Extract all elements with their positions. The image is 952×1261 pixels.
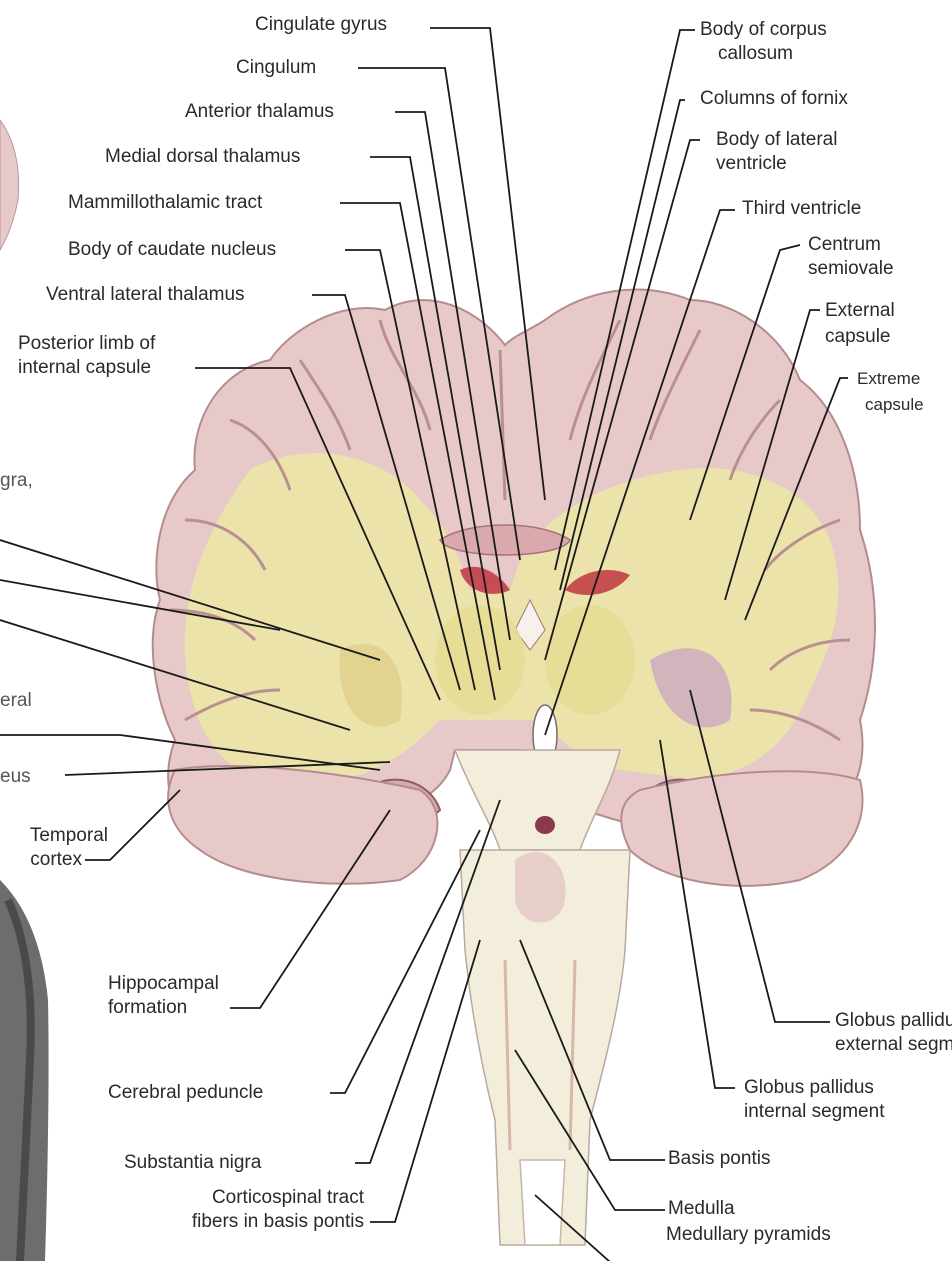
label-cerebral-peduncle: Cerebral peduncle (108, 1082, 263, 1104)
label-hippocampal-line2: formation (108, 997, 187, 1019)
label-corticospinal-line1: Corticospinal tract (130, 1187, 364, 1209)
label-posterior-limb-line1: Posterior limb of (18, 333, 155, 355)
midbrain (455, 750, 620, 850)
label-external-capsule-line1: External (825, 300, 895, 322)
label-temporal-line2: cortex (0, 849, 82, 871)
label-hippocampal-line1: Hippocampal (108, 973, 219, 995)
label-centrum-semiovale-line1: Centrum (808, 234, 881, 256)
left-partial-pink-illustration (0, 120, 19, 250)
label-corticospinal-line2: fibers in basis pontis (130, 1211, 364, 1233)
label-body-of-caudate-nucleus: Body of caudate nucleus (68, 239, 276, 261)
label-extreme-capsule-line2: capsule (865, 394, 924, 416)
label-body-corpus-callosum-line2: callosum (718, 43, 793, 65)
label-posterior-limb-line2: internal capsule (18, 357, 151, 379)
label-anterior-thalamus: Anterior thalamus (185, 101, 334, 123)
label-clipped-eral: eral (0, 690, 32, 712)
temporal-lobe-right (621, 771, 862, 886)
label-body-lateral-ventricle-line1: Body of lateral (716, 129, 837, 151)
label-globus-pallidus-internal-line1: Globus pallidus (744, 1077, 874, 1099)
label-clipped-eus: eus (0, 766, 31, 788)
label-third-ventricle: Third ventricle (742, 198, 861, 220)
label-substantia-nigra: Substantia nigra (124, 1152, 261, 1174)
label-globus-pallidus-internal-line2: internal segment (744, 1101, 884, 1123)
label-external-capsule-line2: capsule (825, 326, 891, 348)
label-medullary-pyramids: Medullary pyramids (666, 1224, 831, 1246)
label-cingulate-gyrus: Cingulate gyrus (255, 14, 387, 36)
label-body-lateral-ventricle-line2: ventricle (716, 153, 787, 175)
label-globus-pallidus-external-line2: external segm (835, 1034, 952, 1056)
label-basis-pontis: Basis pontis (668, 1148, 770, 1170)
label-medial-dorsal-thalamus: Medial dorsal thalamus (105, 146, 300, 168)
label-body-corpus-callosum-line1: Body of corpus (700, 19, 827, 41)
label-extreme-capsule-line1: Extreme (857, 368, 920, 390)
label-cingulum: Cingulum (236, 57, 316, 79)
label-ventral-lateral-thalamus: Ventral lateral thalamus (46, 284, 245, 306)
label-clipped-gra: gra, (0, 470, 33, 492)
label-medulla: Medulla (668, 1198, 735, 1220)
label-globus-pallidus-external-line1: Globus pallidu (835, 1010, 952, 1032)
label-columns-of-fornix: Columns of fornix (700, 88, 848, 110)
label-temporal-line1: Temporal (0, 825, 108, 847)
label-mammillothalamic-tract: Mammillothalamic tract (68, 192, 262, 214)
label-centrum-semiovale-line2: semiovale (808, 258, 894, 280)
